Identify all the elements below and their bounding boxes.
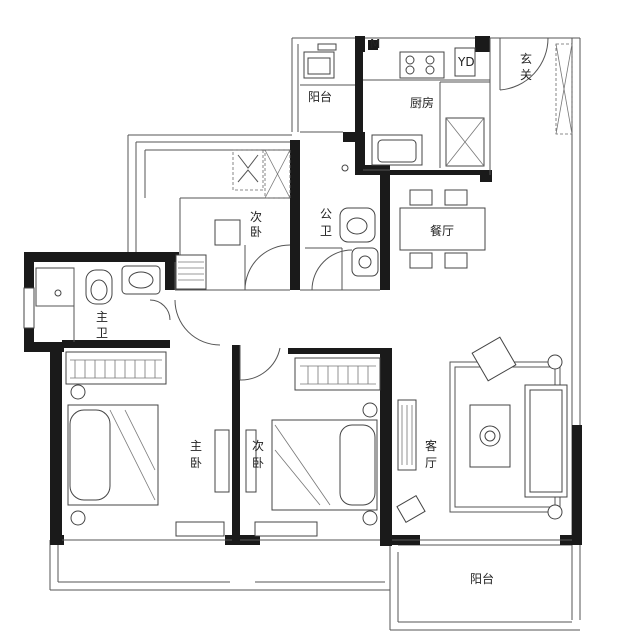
kitchen-fixtures: [368, 40, 485, 167]
north-balcony-fixtures: [303, 43, 337, 79]
label-south-bedroom-1: 次: [252, 439, 264, 453]
label-dining: 餐厅: [430, 223, 454, 238]
living-room-furniture: [396, 336, 568, 523]
label-north-balcony: 阳台: [308, 89, 332, 104]
label-living-2: 厅: [425, 456, 437, 470]
label-public-bath-1: 公: [320, 207, 332, 221]
label-south-bedroom-2: 卧: [252, 456, 264, 470]
door-swings: [149, 244, 353, 381]
yd-label: YD: [457, 55, 475, 69]
meter-label: M: [370, 37, 380, 51]
label-master-bath-1: 主: [96, 310, 108, 324]
south-bedroom-furniture: [245, 357, 381, 537]
label-public-bath-2: 卫: [320, 224, 332, 238]
label-master-bath-2: 卫: [96, 326, 108, 340]
walls: [24, 36, 582, 546]
master-bath-fixtures: [23, 265, 161, 342]
label-west-bedroom-2: 卧: [250, 225, 262, 239]
label-master-bedroom-2: 卧: [190, 456, 202, 470]
label-kitchen: 厨房: [410, 95, 434, 110]
room-labels: 玄 关 阳台 厨房 次 卧 公 卫 餐厅 主 卫 主 卧 次 卧 客 厅 阳台: [96, 51, 532, 586]
label-master-bedroom-1: 主: [190, 439, 202, 453]
label-west-bedroom-1: 次: [250, 210, 262, 224]
master-bedroom-furniture: [65, 351, 230, 537]
interior-lines: [62, 38, 572, 541]
entry-cabinet: [555, 43, 573, 135]
label-south-balcony: 阳台: [470, 571, 494, 586]
public-bath-fixtures: [305, 164, 379, 290]
outline-lines: [49, 37, 581, 631]
dining-set: [399, 189, 486, 269]
label-living-1: 客: [425, 438, 437, 453]
west-bedroom-furniture: [175, 149, 291, 290]
label-entrance-1: 玄: [520, 51, 532, 66]
label-entrance-2: 关: [520, 68, 532, 82]
